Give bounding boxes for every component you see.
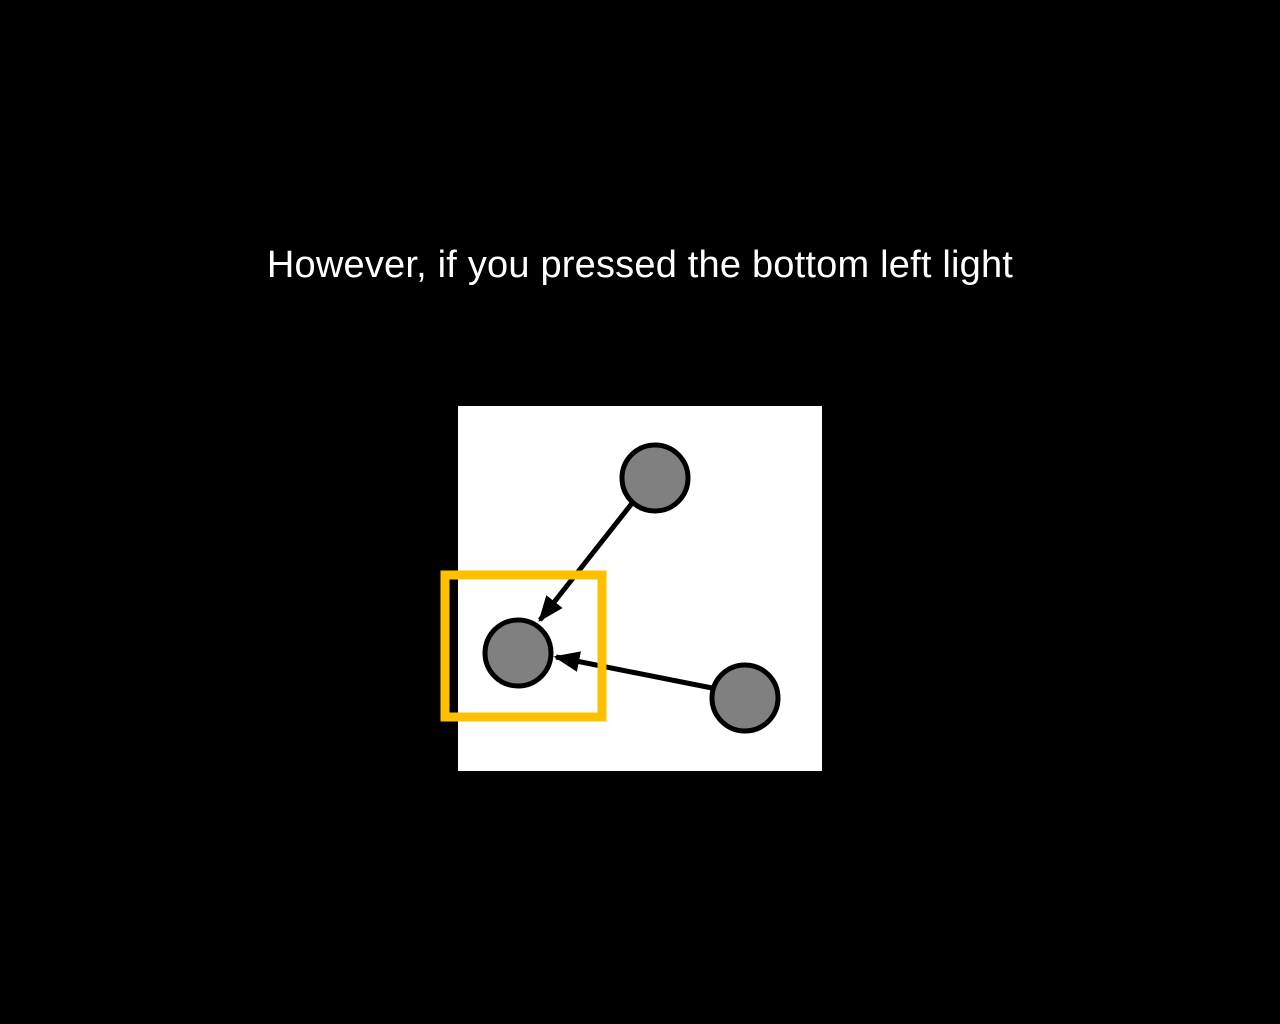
arrow-top-to-bottom-left — [538, 500, 635, 623]
highlight-box — [440, 570, 607, 722]
arrow-bottom-right-to-bottom-left — [553, 651, 713, 691]
light-top[interactable] — [619, 442, 691, 514]
light-bottom-right[interactable] — [709, 662, 781, 734]
light-bottom-left[interactable] — [482, 617, 554, 689]
slide-caption: However, if you pressed the bottom left … — [266, 244, 1014, 286]
